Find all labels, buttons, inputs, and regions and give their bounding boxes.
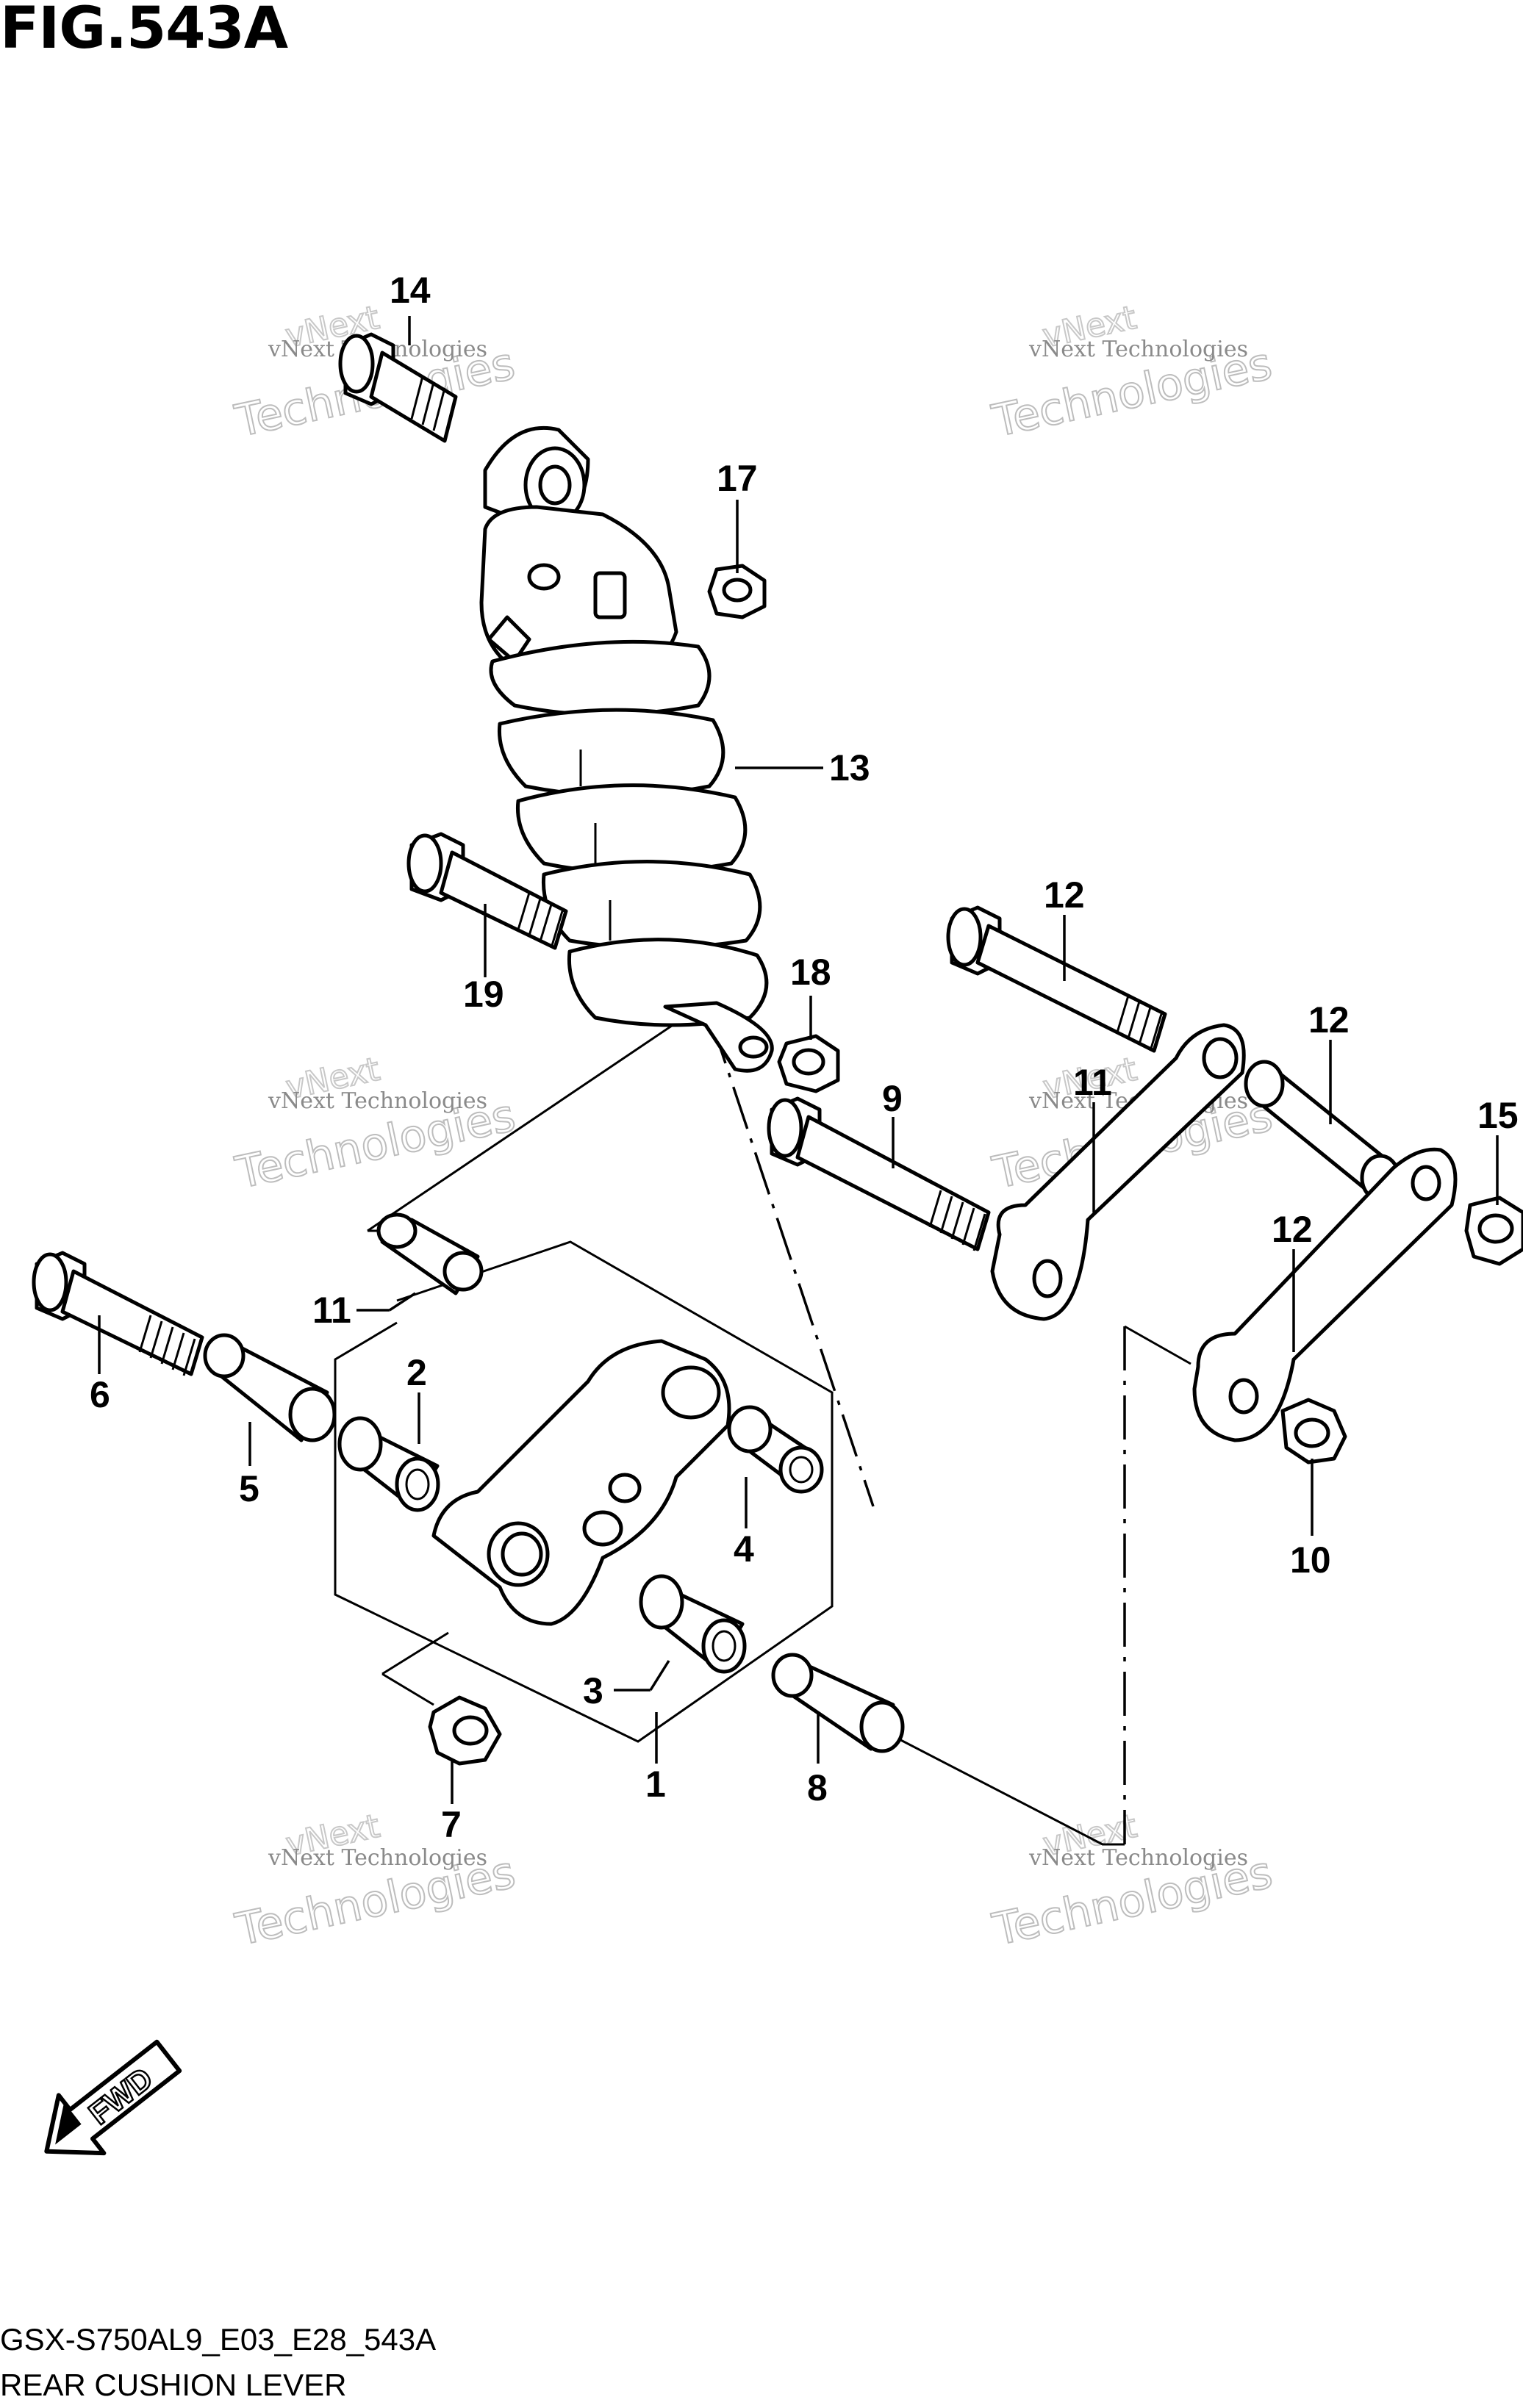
bearing-3 — [639, 1574, 747, 1674]
callout-3: 3 — [583, 1670, 603, 1711]
callout-7: 7 — [441, 1804, 462, 1845]
callout-9: 9 — [882, 1078, 903, 1119]
watermark-text: vNext Technologies — [268, 1088, 487, 1114]
diagram-name: REAR CUSHION LEVER — [0, 2368, 347, 2402]
callout-11: 11 — [312, 1290, 351, 1331]
watermark-text: vNext Technologies — [1028, 1845, 1248, 1871]
callout-2: 2 — [406, 1352, 427, 1393]
leader-lines — [98, 316, 1499, 1804]
callout-18: 17 — [717, 458, 758, 499]
spacer-11 — [376, 1212, 484, 1295]
callout-12: 11 — [1073, 1062, 1112, 1103]
bolt-19 — [406, 832, 568, 950]
fwd-direction-arrow: FWD — [44, 2039, 182, 2156]
callout-19: 19 — [463, 974, 504, 1015]
spacer-5 — [203, 1333, 337, 1442]
cushion-lever-1 — [431, 1339, 731, 1626]
callout-13: 12 — [1308, 999, 1350, 1041]
watermark-text: vNext Technologies — [268, 1845, 487, 1871]
assembly-outline — [334, 1009, 1191, 1846]
callout-18: 18 — [790, 952, 831, 993]
diagram-code: GSX-S750AL9_E03_E28_543A — [0, 2322, 437, 2357]
callout-labels: 14 17 13 19 18 12 9 11 12 15 12 10 11 6 … — [90, 270, 1519, 1845]
bearing-2 — [337, 1416, 440, 1512]
rod-12-upper — [990, 1023, 1246, 1321]
figure-title: FIG.543A — [0, 0, 288, 62]
nut-18-lower — [777, 1034, 840, 1093]
callout-6: 6 — [90, 1374, 110, 1415]
bolt-17 — [338, 332, 458, 443]
callout-8: 8 — [807, 1767, 828, 1808]
spacer-8 — [771, 1653, 905, 1753]
callout-12: 12 — [1272, 1209, 1313, 1250]
callout-15: 15 — [1477, 1095, 1519, 1136]
bolt-6 — [32, 1251, 204, 1376]
watermark-text: vNext Technologies — [1028, 337, 1248, 362]
rod-12-lower — [1192, 1147, 1458, 1442]
bolt-14 — [946, 905, 1167, 1053]
callout-4: 4 — [734, 1528, 754, 1570]
shock-absorber-16 — [479, 425, 774, 1073]
callout-17: 14 — [390, 270, 431, 311]
nut-7 — [428, 1695, 502, 1766]
bearing-4 — [727, 1405, 824, 1494]
bolt-9 — [767, 1096, 991, 1251]
callout-5: 5 — [239, 1468, 259, 1509]
callout-1: 1 — [645, 1764, 666, 1805]
callout-16: 13 — [829, 747, 870, 788]
nut-10 — [1280, 1398, 1347, 1464]
nut-15 — [1464, 1196, 1523, 1266]
callout-14: 12 — [1044, 874, 1085, 916]
callout-10: 10 — [1290, 1539, 1331, 1581]
